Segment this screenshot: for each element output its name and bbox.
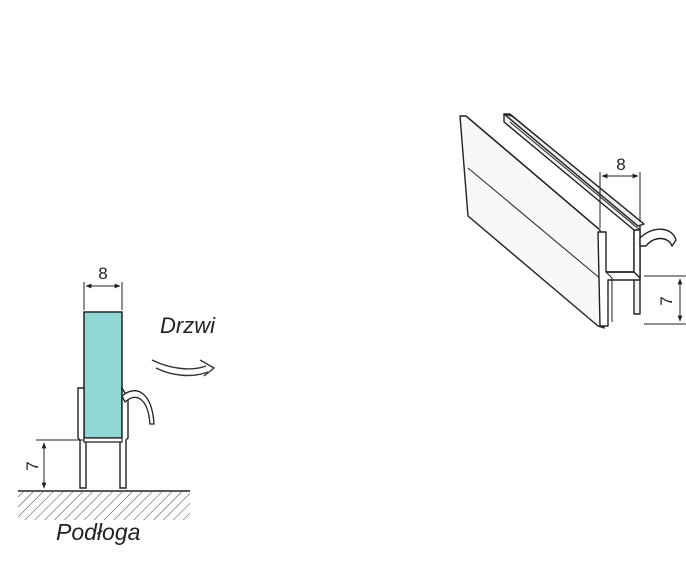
height-dimension: 7 xyxy=(23,439,84,489)
isometric-view: 8 7 xyxy=(459,113,686,329)
profile-lip xyxy=(639,228,677,247)
door-label: Drzwi xyxy=(160,313,216,338)
width-dimension: 8 xyxy=(83,264,123,310)
glass-pane xyxy=(83,311,123,439)
iso-height-dimension-label: 7 xyxy=(657,296,676,305)
iso-height-dimension: 7 xyxy=(644,275,686,325)
iso-width-dimension: 8 xyxy=(599,155,641,228)
seal-profile-left xyxy=(77,387,87,489)
profile-top-edge xyxy=(503,113,645,227)
width-dimension-label: 8 xyxy=(98,264,107,283)
floor xyxy=(18,490,190,520)
seal-lip xyxy=(121,390,155,425)
door-swing-arrow-icon xyxy=(151,359,216,377)
seal-profile-base xyxy=(83,437,123,443)
iso-width-dimension-label: 8 xyxy=(616,155,625,174)
cross-section-view: 8 7 Drzwi Podłoga xyxy=(18,264,216,545)
floor-label: Podłoga xyxy=(56,519,140,545)
height-dimension-label: 7 xyxy=(23,461,42,470)
